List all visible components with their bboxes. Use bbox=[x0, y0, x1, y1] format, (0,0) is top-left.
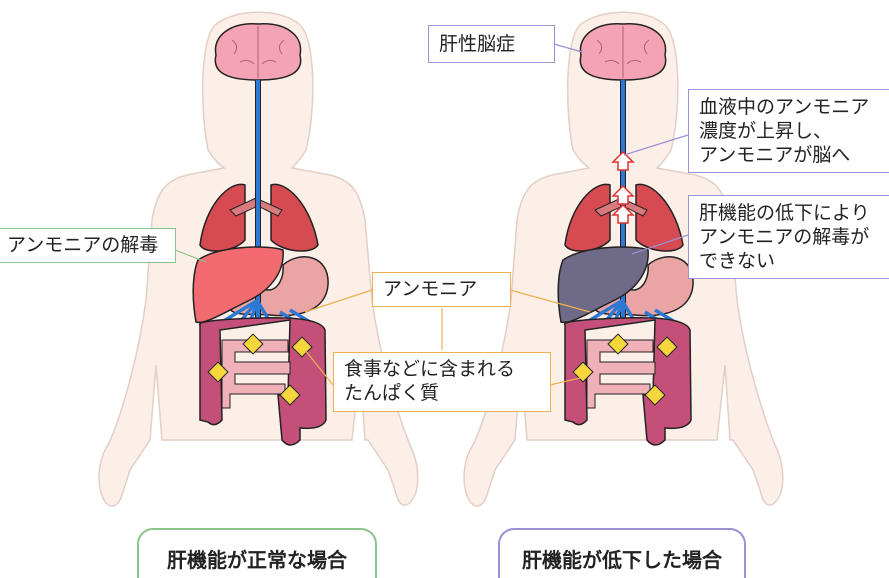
label-liver-failure: 肝機能の低下により アンモニアの解毒が できない bbox=[688, 195, 889, 279]
label-ammonia: アンモニア bbox=[372, 272, 511, 307]
label-encephalopathy: 肝性脳症 bbox=[428, 25, 555, 63]
caption-reduced: 肝機能が低下した場合 bbox=[498, 528, 746, 578]
label-blood-rise: 血液中のアンモニア 濃度が上昇し、 アンモニアが脳へ bbox=[688, 89, 889, 173]
caption-normal: 肝機能が正常な場合 bbox=[137, 528, 377, 578]
label-protein: 食事などに含まれる たんぱく質 bbox=[333, 352, 551, 412]
leader-lines bbox=[174, 43, 689, 386]
label-detox: アンモニアの解毒 bbox=[0, 228, 176, 263]
